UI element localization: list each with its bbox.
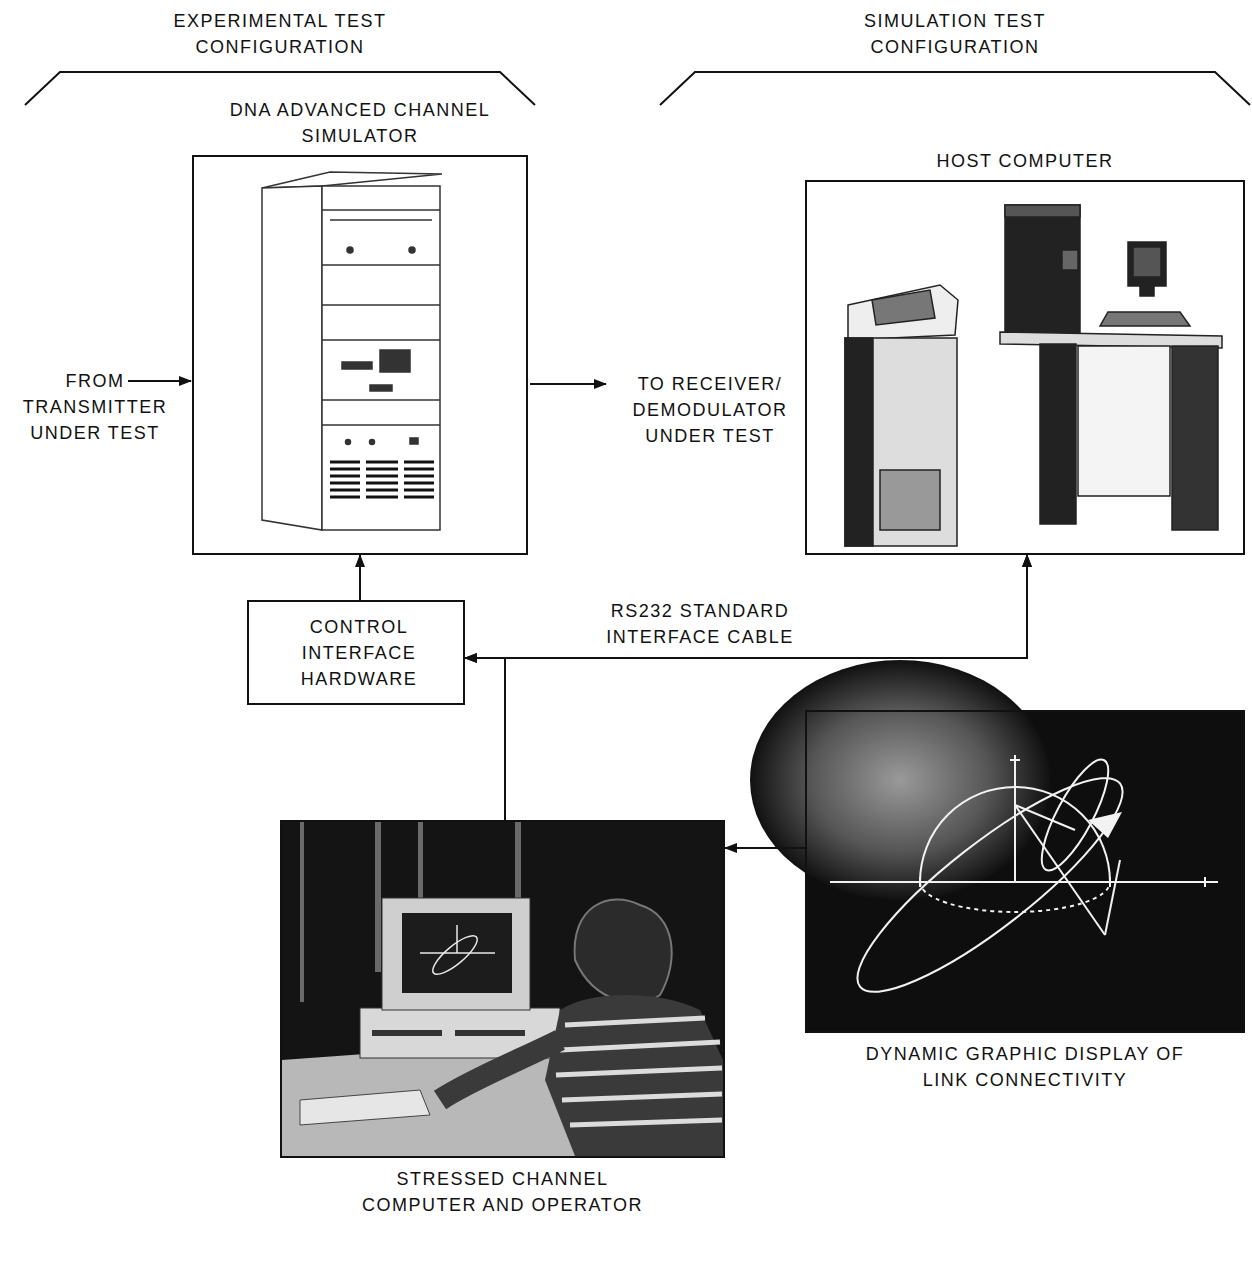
- box-outline: [805, 710, 1245, 1033]
- host-computer-box: HOST COMPUTER: [805, 148, 1245, 555]
- photo-caption: STRESSED CHANNEL COMPUTER AND OPERATOR: [353, 1166, 653, 1218]
- connector: [725, 847, 805, 849]
- section-heading: SIMULATION TEST CONFIGURATION: [805, 8, 1105, 60]
- cable-label: RS232 STANDARD INTERFACE CABLE: [576, 598, 824, 650]
- signal-source-label: FROM TRANSMITTER UNDER TEST: [10, 368, 180, 446]
- connector: [465, 555, 1027, 658]
- connector: [505, 555, 1027, 820]
- simulator-cabinet: [262, 172, 442, 530]
- simulator-heading: DNA ADVANCED CHANNEL SIMULATOR: [225, 97, 495, 149]
- section-heading: EXPERIMENTAL TEST CONFIGURATION: [130, 8, 430, 60]
- host-computer-picture: [845, 205, 1222, 546]
- signal-sink-label: TO RECEIVER/ DEMODULATOR UNDER TEST: [610, 371, 810, 449]
- box-outline: CONTROL INTERFACE HARDWARE: [247, 600, 465, 705]
- connector: [465, 658, 505, 820]
- box-outline: [805, 180, 1245, 555]
- operator-photo: [282, 822, 723, 1156]
- bracket: [25, 72, 1250, 105]
- host-heading: HOST COMPUTER: [875, 148, 1175, 174]
- operator-photo-box: STRESSED CHANNEL COMPUTER AND OPERATOR: [280, 820, 725, 1218]
- box-outline: [192, 155, 528, 555]
- box-outline: [280, 820, 725, 1158]
- display-photo: [750, 660, 1243, 1031]
- interface-box: CONTROL INTERFACE HARDWARE: [247, 600, 465, 705]
- connector: [359, 555, 361, 600]
- interface-name: CONTROL INTERFACE HARDWARE: [259, 614, 459, 692]
- photo-caption: DYNAMIC GRAPHIC DISPLAY OF LINK CONNECTI…: [860, 1041, 1190, 1093]
- display-photo-box: DYNAMIC GRAPHIC DISPLAY OF LINK CONNECTI…: [805, 710, 1245, 1093]
- channel-simulator-box: DNA ADVANCED CHANNEL SIMULATOR: [192, 97, 528, 555]
